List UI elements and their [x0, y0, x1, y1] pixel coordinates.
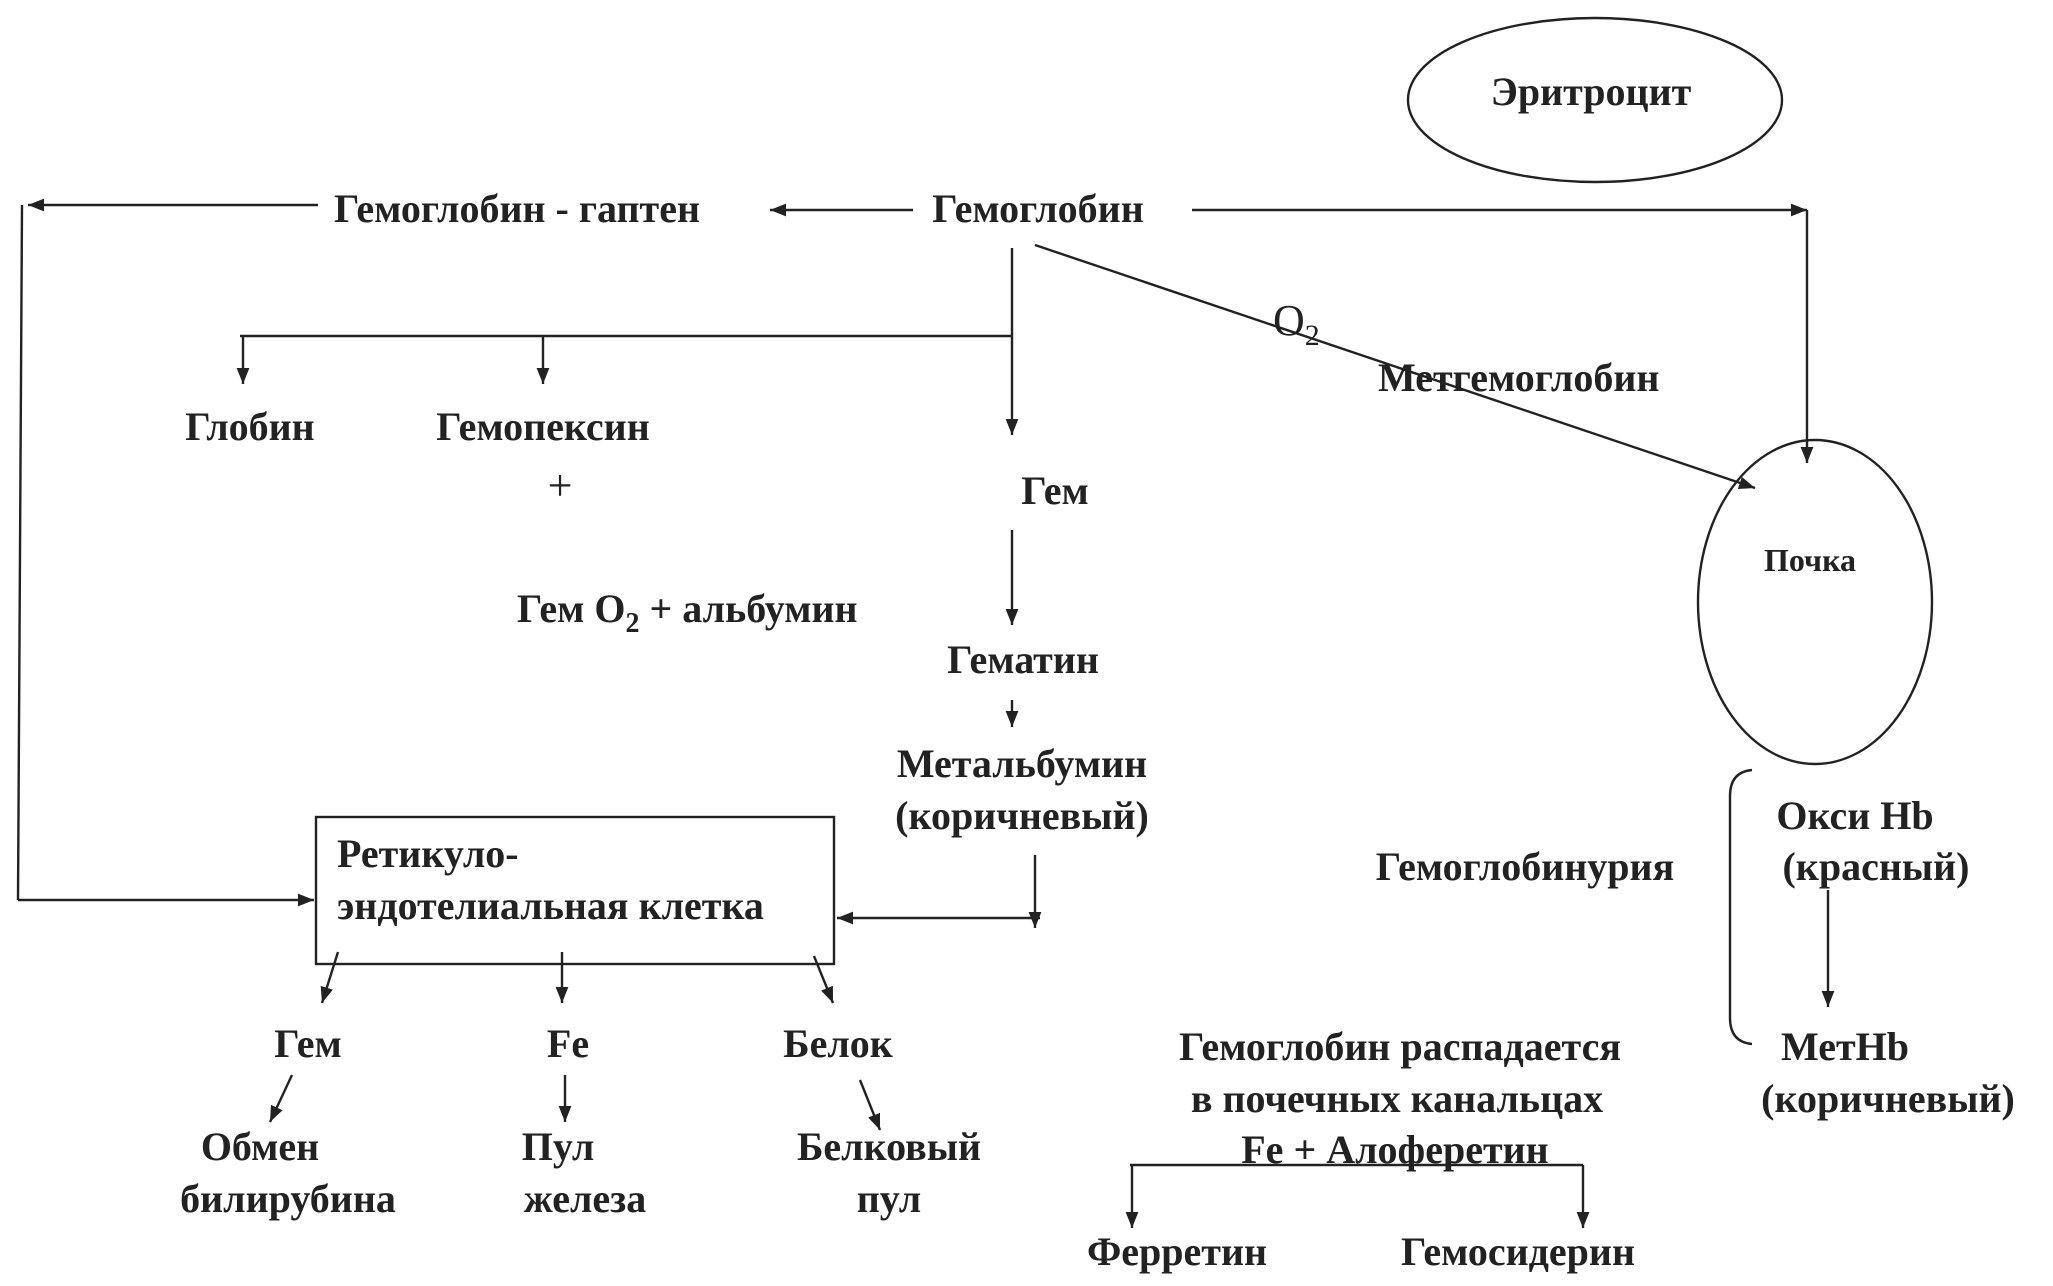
methemoglobin-label: Метгемоглобин [1378, 355, 1659, 400]
output-fe-label: Fe [547, 1021, 589, 1066]
kidney-ellipse [1696, 438, 1934, 766]
output-protein-label: Белок [783, 1021, 893, 1066]
oxygen-base: O [1273, 296, 1305, 345]
heme-o2-part-a: Гем O [517, 586, 626, 631]
heme-o2-part-b: + альбумин [640, 586, 858, 631]
re-cell-box [314, 815, 836, 966]
plus-sign: + [548, 461, 573, 510]
output-heme-label: Гем [274, 1021, 341, 1066]
bilirubin-exchange-label-line1: Обмен [201, 1124, 319, 1169]
oxy-hb-label: Окси Hb [1776, 793, 1933, 838]
kidney-label: Почка [1764, 542, 1856, 578]
hemosiderin-label: Гемосидерин [1401, 1229, 1635, 1274]
erythrocyte-label: Эритроцит [1491, 69, 1692, 114]
oxygen-subscript: 2 [1305, 319, 1320, 352]
met-hb-label: МетHb [1781, 1024, 1909, 1069]
oxygen-label: O2 [1273, 296, 1320, 352]
iron-pool-label-line2: железа [524, 1176, 647, 1221]
re-cell-label-line1: Ретикуло- [337, 831, 519, 876]
iron-pool-label-line1: Пул [522, 1124, 595, 1169]
heme-label: Гем [1021, 468, 1088, 513]
hemoglobinuria-label: Гемоглобинурия [1376, 844, 1674, 889]
bilirubin-exchange-label-line2: билирубина [180, 1176, 396, 1221]
protein-pool-label-line1: Белковый [797, 1124, 981, 1169]
hemoglobin-label: Гемоглобин [932, 186, 1144, 231]
ferritin-label: Ферретин [1087, 1229, 1267, 1274]
hematin-label: Гематин [947, 637, 1099, 682]
hemoglobin-hapten-label: Гемоглобин - гаптен [334, 186, 700, 231]
decay-label-line2: в почечных канальцах [1191, 1076, 1603, 1121]
heme-o2-albumin-label: Гем O2 + альбумин [517, 586, 858, 639]
hemoglobinuria-bracket [1728, 768, 1753, 1046]
oxy-hb-color-label: (красный) [1782, 844, 1969, 889]
protein-pool-label-line2: пул [857, 1176, 922, 1221]
re-cell-label-line2: эндотелиальная клетка [337, 883, 764, 928]
erythrocyte-ellipse [1406, 16, 1784, 184]
globin-label: Глобин [185, 404, 314, 449]
hemopexin-label: Гемопексин [436, 404, 650, 449]
heme-o2-subscript: 2 [626, 608, 640, 639]
decay-label-line3: Fe + Алоферетин [1241, 1127, 1548, 1172]
metalbumin-label: Метальбумин [897, 741, 1147, 786]
decay-label-line1: Гемоглобин распадается [1179, 1024, 1621, 1069]
metalbumin-color-label: (коричневый) [895, 793, 1149, 838]
met-hb-color-label: (коричневый) [1761, 1076, 2015, 1121]
connectors [16, 198, 1835, 1228]
